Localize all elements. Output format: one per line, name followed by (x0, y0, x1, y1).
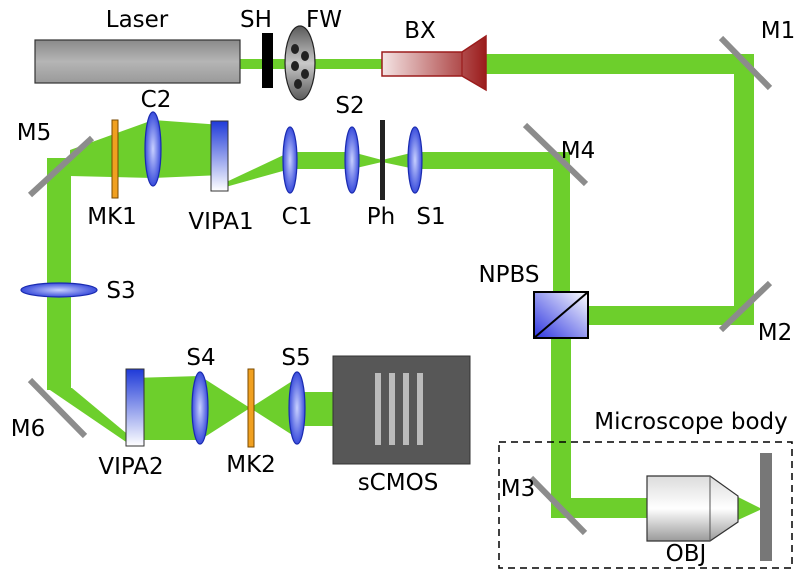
beam-expander: BX (381, 18, 487, 92)
shutter: SH (240, 7, 273, 88)
lens-s5 (288, 371, 306, 445)
lens-s3 (20, 282, 98, 298)
c2-label: C2 (141, 87, 172, 113)
filter-wheel-label: FW (306, 7, 342, 33)
mirrors (27, 35, 773, 536)
laser-label: Laser (106, 7, 169, 33)
m4-label: M4 (561, 138, 595, 164)
laser: Laser (34, 7, 241, 84)
s2-label: S2 (335, 93, 364, 119)
m1-label: M1 (761, 18, 795, 44)
vipa2 (125, 368, 145, 447)
lens-s2 (344, 126, 360, 194)
pinhole: Ph (367, 120, 395, 230)
mask-mk1 (111, 119, 119, 199)
mirror-m6 (27, 377, 88, 439)
npbs-cube: NPBS (478, 262, 589, 339)
pinhole-label: Ph (367, 204, 395, 230)
mk2-label: MK2 (226, 452, 276, 478)
npbs-label: NPBS (478, 262, 539, 288)
m3-label: M3 (501, 476, 535, 502)
mirror-m4 (522, 122, 589, 187)
masks (111, 119, 255, 448)
shutter-label: SH (240, 7, 272, 33)
mask-mk2 (247, 368, 255, 448)
microscope-body: Microscope body (498, 409, 793, 569)
mirror-m1 (718, 35, 773, 91)
objective-label: OBJ (666, 541, 707, 567)
lens-c2 (144, 111, 162, 187)
lens-s1 (407, 126, 423, 194)
scmos-camera: sCMOS (332, 355, 471, 496)
beam-expander-label: BX (404, 18, 436, 44)
m6-label: M6 (11, 416, 45, 442)
microscope-body-label: Microscope body (594, 409, 788, 435)
scmos-label: sCMOS (358, 470, 439, 496)
mirror-m5 (27, 135, 95, 198)
mirror-m2 (718, 280, 773, 333)
sample-slide (760, 453, 772, 561)
vipa1 (210, 120, 229, 192)
mirror-m3 (528, 475, 588, 536)
s4-label: S4 (186, 345, 215, 371)
filter-wheel: FW (284, 7, 342, 101)
lenses (20, 111, 423, 445)
lens-s4 (191, 371, 209, 445)
objective: OBJ (646, 475, 739, 567)
vipa2-label: VIPA2 (98, 454, 163, 480)
c1-label: C1 (282, 204, 313, 230)
s5-label: S5 (281, 345, 310, 371)
mk1-label: MK1 (87, 204, 137, 230)
lens-c1 (282, 126, 298, 194)
vipas (125, 120, 229, 447)
m2-label: M2 (758, 320, 792, 346)
beam-path (47, 54, 762, 520)
s3-label: S3 (106, 278, 135, 304)
vipa1-label: VIPA1 (188, 209, 253, 235)
s1-label: S1 (416, 204, 445, 230)
m5-label: M5 (17, 120, 51, 146)
